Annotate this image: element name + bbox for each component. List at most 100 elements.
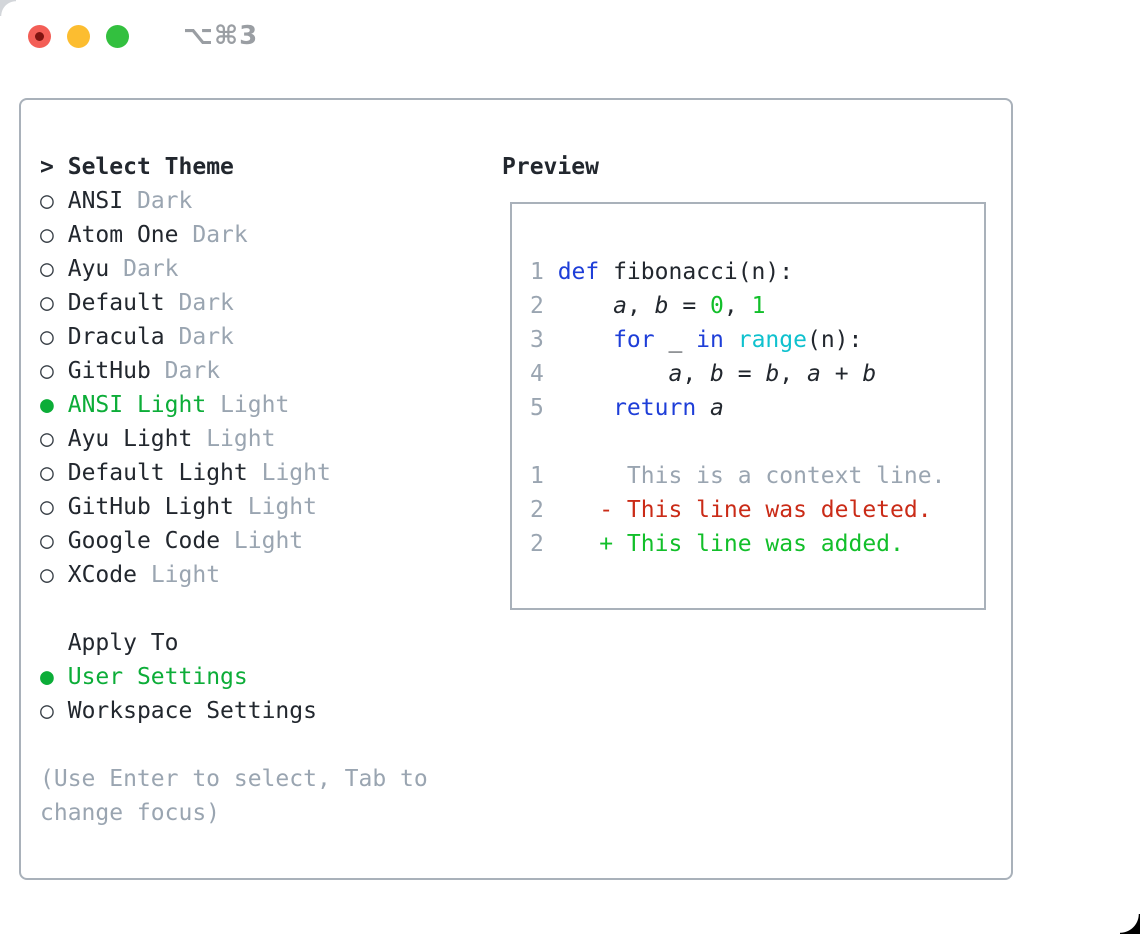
code-line: 2 + This line was added.: [530, 527, 984, 561]
code-line: 4 a, b = b, a + b: [530, 357, 984, 391]
line-number: 2: [530, 293, 544, 319]
theme-name: Dracula: [67, 324, 165, 350]
code-line: 2 a, b = 0, 1: [530, 289, 984, 323]
theme-name: ANSI Light: [67, 392, 207, 418]
token: fibonacci(n):: [599, 259, 794, 285]
line-number: 1: [530, 463, 544, 489]
radio-icon: ○: [40, 358, 54, 384]
theme-name: Atom One: [67, 222, 179, 248]
theme-option[interactable]: ○ Google Code Light: [40, 524, 331, 558]
radio-icon: ○: [40, 188, 54, 214]
theme-variant: Light: [233, 528, 304, 554]
theme-variant: Light: [220, 392, 290, 418]
token: ,: [626, 293, 655, 319]
radio-icon: ○: [40, 290, 54, 316]
theme-variant: Dark: [136, 188, 193, 214]
theme-list: ○ ANSI Dark○ Atom One Dark○ Ayu Dark○ De…: [40, 184, 331, 592]
token: + This line was added.: [557, 531, 904, 557]
token: ,: [779, 361, 807, 387]
token: ,: [682, 361, 711, 387]
token: b: [765, 361, 780, 387]
token: [558, 293, 613, 319]
theme-variant: Dark: [178, 324, 234, 350]
token: in: [696, 327, 724, 353]
theme-name: GitHub Light: [67, 494, 234, 520]
theme-option[interactable]: ○ GitHub Light Light: [40, 490, 331, 524]
token: b: [654, 293, 669, 319]
token: b: [710, 361, 724, 387]
radio-selected-icon: ●: [40, 664, 54, 690]
apply-option[interactable]: ● User Settings: [40, 660, 317, 694]
token: a: [668, 361, 683, 387]
token: =: [668, 293, 711, 319]
line-number: 1: [530, 259, 544, 285]
minimize-button[interactable]: [67, 25, 90, 48]
theme-name: GitHub: [67, 358, 151, 384]
theme-picker-heading: > Select Theme: [40, 150, 331, 184]
theme-variant: Light: [247, 494, 317, 520]
theme-option[interactable]: ○ Default Light Light: [40, 456, 331, 490]
theme-option[interactable]: ○ Default Dark: [40, 286, 331, 320]
code-line: 1 def fibonacci(n):: [530, 255, 984, 289]
theme-name: Ayu: [67, 256, 110, 282]
theme-option[interactable]: ● ANSI Light Light: [40, 388, 331, 422]
theme-picker-title: Select Theme: [67, 154, 234, 180]
token: a: [807, 361, 821, 387]
theme-option[interactable]: ○ XCode Light: [40, 558, 331, 592]
apply-option[interactable]: ○ Workspace Settings: [40, 694, 317, 728]
token: b: [862, 361, 877, 387]
apply-to-heading: Apply To: [67, 630, 179, 656]
theme-option[interactable]: ○ Ayu Light Light: [40, 422, 331, 456]
theme-option[interactable]: ○ Ayu Dark: [40, 252, 331, 286]
line-number: 2: [530, 531, 544, 557]
theme-option[interactable]: ○ ANSI Dark: [40, 184, 331, 218]
theme-option[interactable]: ○ Atom One Dark: [40, 218, 331, 252]
theme-option[interactable]: ○ GitHub Dark: [40, 354, 331, 388]
token: a: [613, 293, 627, 319]
theme-variant: Dark: [192, 222, 248, 248]
theme-variant: Light: [206, 426, 276, 452]
radio-icon: ○: [40, 324, 54, 350]
token: +: [820, 361, 863, 387]
close-button[interactable]: [28, 25, 51, 48]
code-line: [530, 425, 984, 459]
radio-icon: ○: [40, 460, 54, 486]
token: [558, 327, 613, 353]
token: =: [723, 361, 766, 387]
theme-name: ANSI: [67, 188, 124, 214]
apply-to-list: ● User Settings○ Workspace Settings: [40, 660, 317, 728]
radio-icon: ○: [40, 698, 54, 724]
zoom-button[interactable]: [106, 25, 129, 48]
code-line: 3 for _ in range(n):: [530, 323, 984, 357]
radio-icon: ○: [40, 426, 54, 452]
theme-picker: > Select Theme ○ ANSI Dark○ Atom One Dar…: [40, 150, 331, 592]
token: a: [710, 395, 724, 421]
token: 1: [751, 293, 766, 319]
token: range: [737, 327, 807, 353]
radio-icon: ○: [40, 562, 54, 588]
close-dot-icon: [35, 32, 44, 41]
token: - This line was deleted.: [557, 497, 932, 523]
theme-variant: Dark: [164, 358, 221, 384]
line-number: 4: [530, 361, 544, 387]
theme-option[interactable]: ○ Dracula Dark: [40, 320, 331, 354]
token: return: [613, 395, 697, 421]
apply-option-label: User Settings: [67, 664, 248, 690]
window-title: ⌥⌘3: [183, 21, 259, 51]
theme-variant: Dark: [178, 290, 234, 316]
window-corner-top-left: [0, 0, 16, 16]
radio-icon: ○: [40, 494, 54, 520]
radio-icon: ○: [40, 222, 54, 248]
apply-option-label: Workspace Settings: [67, 698, 317, 724]
token: _: [654, 327, 697, 353]
theme-name: Default Light: [67, 460, 248, 486]
token: def: [557, 259, 600, 285]
token: [558, 395, 613, 421]
token: ,: [723, 293, 752, 319]
code-line: 2 - This line was deleted.: [530, 493, 984, 527]
keyboard-hint: (Use Enter to select, Tab to change focu…: [40, 766, 442, 826]
radio-selected-icon: ●: [40, 392, 54, 418]
theme-variant: Dark: [123, 256, 179, 282]
